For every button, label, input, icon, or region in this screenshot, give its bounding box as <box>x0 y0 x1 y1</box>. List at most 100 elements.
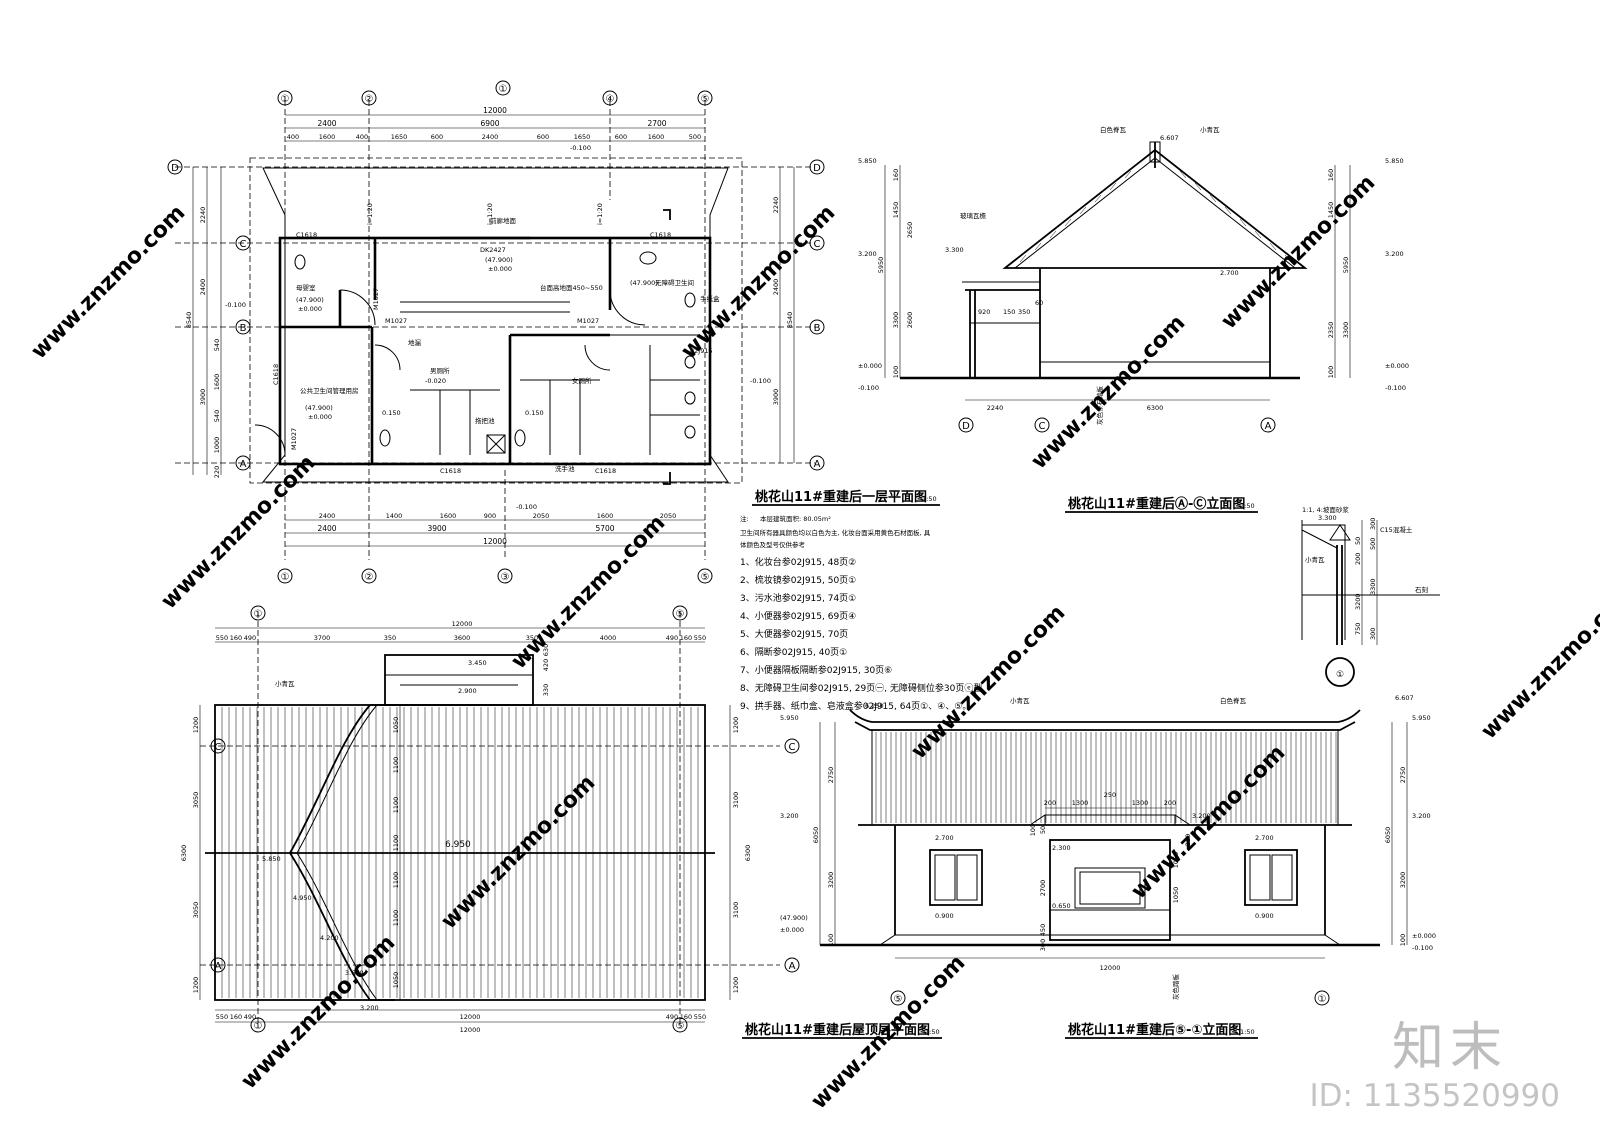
notes-item-7: 7、小便器隔板隔断参02J915, 30页⑥ <box>740 664 892 676</box>
roof-dim-top-4: 3700 <box>314 634 331 642</box>
elev-ac-dim-p1: 920 <box>978 308 990 316</box>
elev51-dim-l2: 6050 <box>812 827 820 844</box>
plan-tag-c1618-e: C1618 <box>595 467 616 475</box>
plan-dim-left-7: 220 <box>213 466 221 478</box>
plan-level-100d: -0.100 <box>570 144 591 152</box>
elev51-dim-r2: 6050 <box>1384 827 1392 844</box>
roof-dim-top-5: 350 <box>384 634 396 642</box>
plan-note-porch: 前廊地面 <box>490 216 517 225</box>
elev-ac-label-eave: 玻璃瓦檐 <box>960 211 987 220</box>
elev-ac-dim-b2: 6300 <box>1147 404 1164 412</box>
plan-axis-top-3: ④ <box>606 94 615 105</box>
plan-dim-bot-m3: 5700 <box>595 524 614 533</box>
plan-dim-bot-d3: 1600 <box>440 512 457 520</box>
watermark-logo: 知末 <box>1391 1018 1508 1078</box>
plan-dim-bot-total: 12000 <box>483 537 507 546</box>
detail-level: 3.300 <box>1318 514 1337 522</box>
elev51-label-tile: 小青瓦 <box>1010 696 1030 705</box>
roof-level-2: 2.900 <box>458 687 477 695</box>
elev51-label-ridge: 白色脊瓦 <box>1220 696 1247 705</box>
elev-ac-dim-l3: 2650 <box>906 222 914 239</box>
plan-note-sink: 洗手池 <box>555 464 575 473</box>
roof-dim-top-total: 12000 <box>452 620 473 628</box>
elev51-lv-r5: -0.100 <box>1412 944 1433 952</box>
plan-level-100b: -0.100 <box>750 377 771 385</box>
plan-tag-m1027-b: M1027 <box>385 317 407 325</box>
elev-ac-lv-r3: ±0.000 <box>1385 362 1409 370</box>
plan-dim-left-1: 2240 <box>199 207 207 224</box>
plan-axis-bottom-3: ③ <box>501 572 510 583</box>
notes-item-1: 1、化妆台参02J915, 48页② <box>740 556 856 568</box>
elev-ac-dim-r6: 100 <box>1327 366 1335 378</box>
roof-dim-top-9: 490 <box>666 634 678 642</box>
detail-title: ① <box>1336 670 1344 680</box>
roof-dim-right-3: 6300 <box>744 845 752 862</box>
floor-plan: ① ② ① ④ ⑤ ① ② ③ ⑤ D C B A D C B A 12000 … <box>167 80 940 584</box>
elev-ac-lv-r1: 5.850 <box>1385 157 1404 165</box>
plan-dim-right-2: 2400 <box>772 279 780 296</box>
elev51-lv-l4: (47.900) <box>780 914 808 922</box>
elev-ac-dim-p3: 350 <box>1018 308 1030 316</box>
roof-level-6: 3.600 <box>345 969 364 977</box>
plan-axis-left-d: D <box>171 163 179 174</box>
elev51-dim-s7: 50 <box>1039 826 1047 834</box>
watermark-site-2: www.znzmo.com <box>157 450 321 614</box>
plan-dims-top: 12000 2400 6900 2700 400 1600 400 1650 6… <box>285 106 705 142</box>
plan-dim-top-d1: 400 <box>287 133 299 141</box>
roof-dim-left-3: 6300 <box>180 845 188 862</box>
plan-dim-top-mid-1: 2400 <box>317 119 336 128</box>
roof-inner-6: 1100 <box>392 910 400 927</box>
plan-axis-left-c: C <box>240 239 247 250</box>
plan-dim-bot-d2: 1400 <box>386 512 403 520</box>
plan-axis-right-a: A <box>814 459 821 470</box>
plan-axis-top-4: ⑤ <box>701 94 710 105</box>
roof-plan: ① ⑤ ① ⑤ C A C A 6.950 3.450 2.900 5.850 … <box>180 605 942 1039</box>
roof-dim-bot-3: 490 <box>244 1013 256 1021</box>
plan-room-public-level: (47.900) <box>305 404 333 412</box>
plan-room-male: 男厕所 <box>430 366 450 375</box>
elev51-door-lv-1: 2.300 <box>1052 844 1071 852</box>
roof-axis-bot-1: ① <box>254 1021 263 1032</box>
plan-note-slope-c: i=1:20 <box>596 203 604 225</box>
elev51-win-lv-1: 2.700 <box>935 834 954 842</box>
detail-dim-2: 500 <box>1369 538 1377 550</box>
roof-dim-bot-total: 12000 <box>460 1026 481 1034</box>
elev51-lv-l3: 3.200 <box>780 812 799 820</box>
roof-dim-bot-2: 160 <box>230 1013 242 1021</box>
roof-dim-bot-4: 12000 <box>460 1013 481 1021</box>
roof-inner-5: 1100 <box>392 872 400 889</box>
plan-axis-bottom-2: ② <box>365 572 374 583</box>
elev-ac-dim-p2: 150 <box>1003 308 1015 316</box>
elev51-lv-r2: 5.950 <box>1412 714 1431 722</box>
roof-inner-dims: 1050 1100 1100 1100 1100 1100 1050 330 4… <box>392 644 550 1000</box>
plan-title-block: 桃花山11#重建后一层平面图 1:50 <box>752 489 940 506</box>
plan-room-storage-level2: ±0.000 <box>298 305 322 313</box>
plan-room-public-level2: ±0.000 <box>308 413 332 421</box>
detail-label-2: C15混凝土 <box>1380 525 1413 534</box>
detail-dim-5: 3300 <box>1369 578 1377 595</box>
plan-dim-top-mid-3: 2700 <box>647 119 666 128</box>
elev51-dim-t4: 1300 <box>1132 799 1149 807</box>
elev-ac-dim-r2: 1450 <box>1327 202 1335 219</box>
elev51-win-lv-4: 0.900 <box>1255 912 1274 920</box>
watermark-site-1: www.znzmo.com <box>27 200 191 364</box>
plan-dim-top-d9: 600 <box>615 133 627 141</box>
notes-intro-1: 卫生间所有器具颜色均以白色为主, 化妆台面采用黄色石材面板, 具 <box>740 528 931 537</box>
plan-tag-dk2427: DK2427 <box>480 246 506 254</box>
elev-ac-lv-l1: 5.850 <box>858 157 877 165</box>
plan-dim-bot-d1: 2400 <box>319 512 336 520</box>
plan-level-020: -0.020 <box>425 377 446 385</box>
roof-dim-left-5: 1200 <box>192 977 200 994</box>
plan-room-lobby-level: (47.900) <box>485 256 513 264</box>
plan-dim-bot-d5: 2050 <box>533 512 550 520</box>
elev51-dim-s4: 1050 <box>1172 852 1180 869</box>
plan-dim-top-d3: 400 <box>356 133 368 141</box>
elev51-lv-r3: 3.200 <box>1412 812 1431 820</box>
plan-axis-left-b: B <box>240 323 247 334</box>
roof-dim-top-8: 4000 <box>600 634 617 642</box>
plan-dim-top-d6: 2400 <box>482 133 499 141</box>
elev51-lv-l5: ±0.000 <box>780 926 804 934</box>
plan-dim-bot-m2: 3900 <box>427 524 446 533</box>
plan-dim-bot-d6: 1600 <box>597 512 614 520</box>
elev51-dim-r4: 100 <box>1399 934 1407 946</box>
